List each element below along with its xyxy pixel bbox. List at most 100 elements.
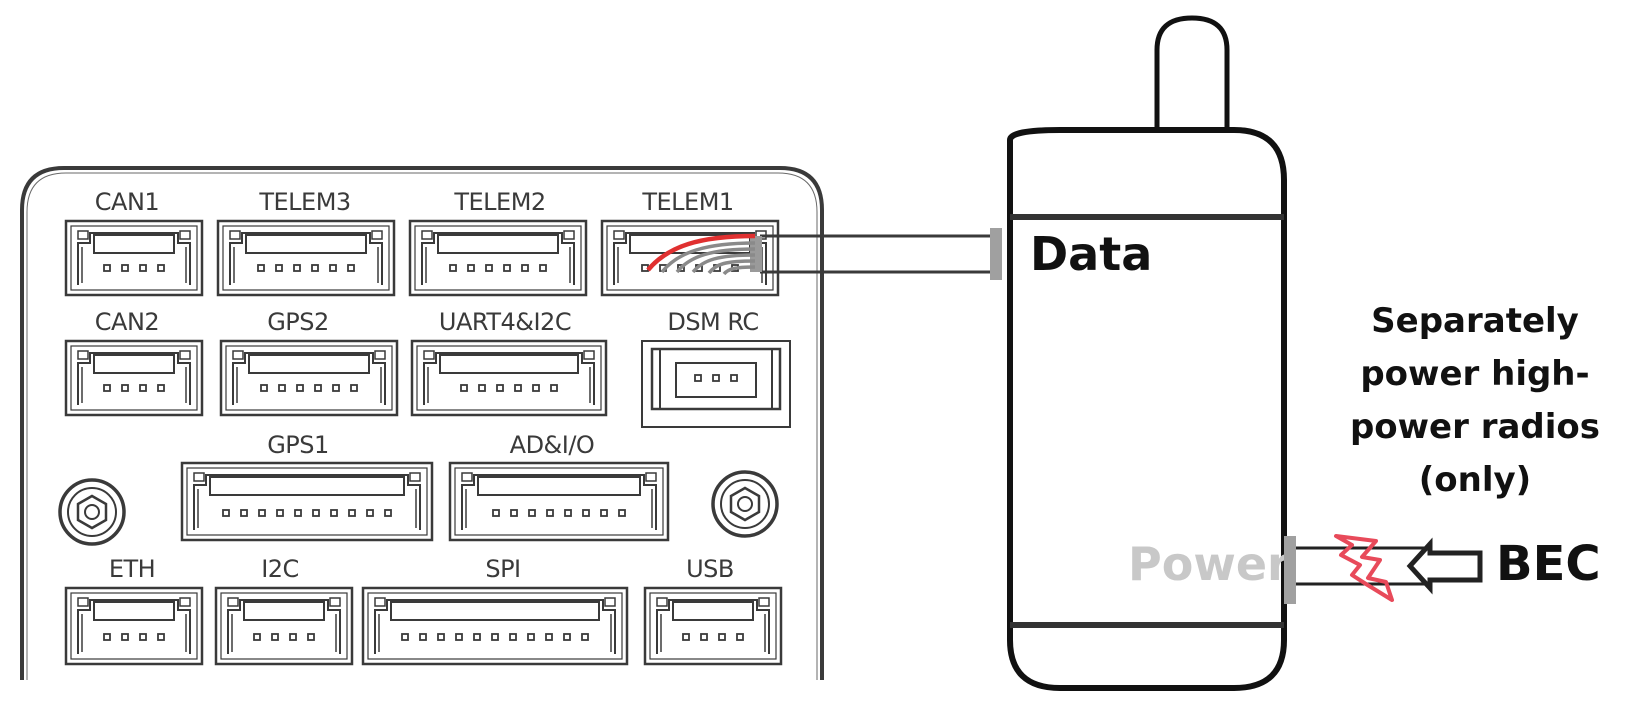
port-label-can1: CAN1 (95, 188, 159, 216)
connector-eth (64, 586, 204, 666)
pin (257, 264, 265, 272)
pin (532, 384, 540, 392)
pin (496, 384, 504, 392)
pin (312, 509, 320, 517)
pin (314, 384, 322, 392)
pin (682, 633, 690, 641)
pin (139, 633, 147, 641)
pin (736, 633, 744, 641)
pin (278, 384, 286, 392)
connector-ports (64, 219, 791, 666)
port-labels: CAN1 TELEM3 TELEM2 TELEM1 CAN2 GPS2 UART… (95, 188, 759, 583)
pin (139, 384, 147, 392)
port-label-adio: AD&I/O (510, 431, 595, 459)
pin (449, 264, 457, 272)
bec-label: BEC (1496, 536, 1601, 592)
connector-telem2 (408, 219, 588, 297)
connector-adio (448, 461, 670, 542)
port-label-eth: ETH (109, 555, 155, 583)
pin (103, 384, 111, 392)
pin (330, 509, 338, 517)
note-line-4: (only) (1419, 460, 1531, 500)
connector-gps1 (180, 461, 434, 542)
pin (384, 509, 392, 517)
power-label: Power (1128, 537, 1290, 591)
pin (478, 384, 486, 392)
pin (253, 633, 261, 641)
connector-gps2 (219, 339, 399, 417)
pin (296, 384, 304, 392)
pin (514, 384, 522, 392)
pin (121, 384, 129, 392)
pin (527, 633, 535, 641)
port-label-uart4: UART4&I2C (439, 308, 571, 336)
pin (157, 384, 165, 392)
pin (545, 633, 553, 641)
pin (581, 633, 589, 641)
pin (332, 384, 340, 392)
note-line-3: power radios (1350, 407, 1600, 447)
pin (491, 633, 499, 641)
flight-controller-board (20, 166, 824, 680)
pin (419, 633, 427, 641)
port-label-dsmrc: DSM RC (667, 308, 758, 336)
pin (401, 633, 409, 641)
note-line-2: power high- (1360, 354, 1589, 394)
mounting-screw-right (711, 470, 779, 538)
pin (618, 509, 626, 517)
separate-power-note: Separately power high- power radios (onl… (1350, 301, 1600, 500)
pin (139, 264, 147, 272)
port-label-can2: CAN2 (95, 308, 159, 336)
pin (700, 633, 708, 641)
pin (121, 264, 129, 272)
pin (564, 509, 572, 517)
pin (347, 264, 355, 272)
pin (528, 509, 536, 517)
connector-dsmrc (641, 340, 791, 428)
pin (157, 633, 165, 641)
bec-power-cable (1284, 534, 1483, 604)
pin (730, 374, 738, 382)
pin (694, 374, 702, 382)
port-label-telem2: TELEM2 (453, 188, 545, 216)
connector-uart4 (410, 339, 608, 417)
telem-data-cable (646, 228, 1002, 280)
connector-can2 (64, 339, 204, 417)
pin (121, 633, 129, 641)
pin (582, 509, 590, 517)
pin (260, 384, 268, 392)
pin (271, 633, 279, 641)
pin (222, 509, 230, 517)
connector-telem1 (600, 219, 780, 297)
port-label-telem3: TELEM3 (258, 188, 350, 216)
pin (103, 264, 111, 272)
port-label-usb: USB (686, 555, 734, 583)
pin (600, 509, 608, 517)
pin (294, 509, 302, 517)
pin (492, 509, 500, 517)
pin (509, 633, 517, 641)
pin (276, 509, 284, 517)
pin (350, 384, 358, 392)
pin (311, 264, 319, 272)
pin (718, 633, 726, 641)
pin (473, 633, 481, 641)
pin (366, 509, 374, 517)
connector-spi (361, 586, 629, 666)
pin (550, 384, 558, 392)
port-label-spi: SPI (485, 555, 520, 583)
pin (539, 264, 547, 272)
pin (437, 633, 445, 641)
telemetry-radio: Data Power (1007, 15, 1290, 691)
arrow-left-icon (1406, 537, 1483, 595)
connector-telem3 (216, 219, 396, 297)
data-label: Data (1030, 227, 1152, 281)
pin (712, 374, 720, 382)
pin (289, 633, 297, 641)
port-label-gps1: GPS1 (267, 431, 329, 459)
pin (467, 264, 475, 272)
port-label-i2c: I2C (261, 555, 299, 583)
pin (348, 509, 356, 517)
pin (460, 384, 468, 392)
